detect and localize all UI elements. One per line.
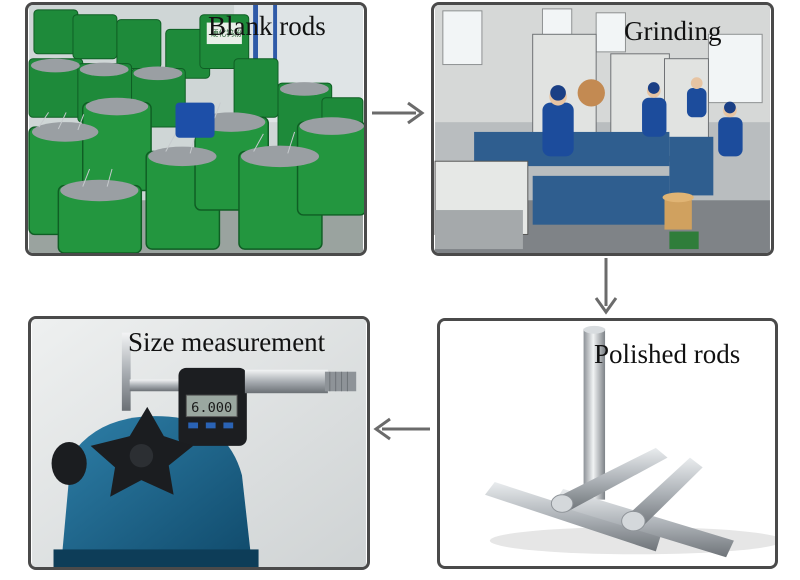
panel-grinding: Grinding <box>431 2 774 256</box>
blank-rods-photo: 硬化钨粉 <box>28 5 364 253</box>
step-label-blank-rods: Blank rods <box>208 11 326 41</box>
arrow-left-icon <box>373 417 430 441</box>
arrow-down-icon <box>594 258 618 315</box>
step-label-polished-rods: Polished rods <box>594 339 741 369</box>
bucket-label: 硬化钨粉 <box>211 28 242 38</box>
panel-blank-rods: 硬化钨粉 Blank rods <box>25 2 367 256</box>
panel-size-measurement: 6.000 Size measurement <box>28 316 370 570</box>
panel-polished-rods: Polished rods <box>437 318 778 569</box>
polished-rods-photo <box>441 321 775 566</box>
step-label-size-measurement: Size measurement <box>128 327 326 357</box>
arrow-right-icon <box>372 101 425 125</box>
grinding-photo <box>434 5 770 253</box>
micrometer-photo: 6.000 <box>32 319 366 567</box>
micrometer-readout: 6.000 <box>191 400 232 416</box>
step-label-grinding: Grinding <box>624 16 722 46</box>
